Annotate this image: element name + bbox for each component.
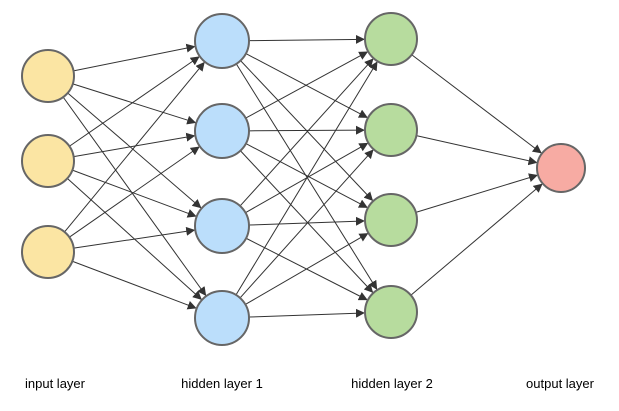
- connection-edge: [72, 83, 197, 125]
- connection-edge: [239, 149, 374, 299]
- connection-edge: [248, 216, 365, 226]
- connection-edge: [69, 146, 200, 238]
- connection-edge: [248, 34, 365, 44]
- connection-edge: [245, 143, 368, 208]
- hidden-layer-2-node: [364, 285, 418, 339]
- output-layer-node: [536, 143, 586, 193]
- connection-edge: [248, 308, 365, 318]
- connection-edge: [239, 58, 374, 207]
- connection-edge: [73, 132, 196, 158]
- hidden-layer-2-nodes: [364, 12, 418, 339]
- input-layer-label: input layer: [25, 376, 85, 391]
- connection-edge: [73, 226, 196, 249]
- hidden-layer-1-nodes: [194, 13, 250, 346]
- input-layer-node: [21, 49, 75, 103]
- output-layer-nodes: [536, 143, 586, 193]
- hidden-layer-1-label: hidden layer 1: [181, 376, 263, 391]
- connection-edge: [67, 92, 202, 209]
- connection-edge: [248, 125, 365, 135]
- connection-edge: [235, 63, 378, 290]
- input-layer-node: [21, 134, 75, 188]
- input-layer-nodes: [21, 49, 75, 279]
- connection-edge: [415, 173, 538, 213]
- connection-edge: [64, 61, 205, 233]
- connection-edge: [235, 61, 378, 296]
- connection-edge: [245, 51, 369, 119]
- connection-edge: [72, 260, 197, 310]
- input-layer-node: [21, 225, 75, 279]
- output-layer-label: output layer: [526, 376, 594, 391]
- connection-edges: [62, 34, 543, 318]
- hidden-layer-2-label: hidden layer 2: [351, 376, 433, 391]
- connection-edge: [72, 169, 197, 218]
- hidden-layer-1-node: [194, 290, 250, 346]
- connection-edge: [69, 56, 200, 147]
- hidden-layer-1-node: [194, 103, 250, 159]
- hidden-layer-2-node: [364, 103, 418, 157]
- hidden-layer-1-node: [194, 13, 250, 69]
- connection-edge: [245, 233, 369, 305]
- connection-edge: [62, 96, 207, 297]
- hidden-layer-1-node: [194, 198, 250, 254]
- hidden-layer-2-node: [364, 12, 418, 66]
- connection-edge: [410, 183, 543, 296]
- connection-edge: [416, 135, 538, 166]
- connection-edge: [73, 43, 196, 72]
- connection-edge: [240, 150, 374, 293]
- hidden-layer-2-node: [364, 193, 418, 247]
- connection-edge: [411, 54, 542, 154]
